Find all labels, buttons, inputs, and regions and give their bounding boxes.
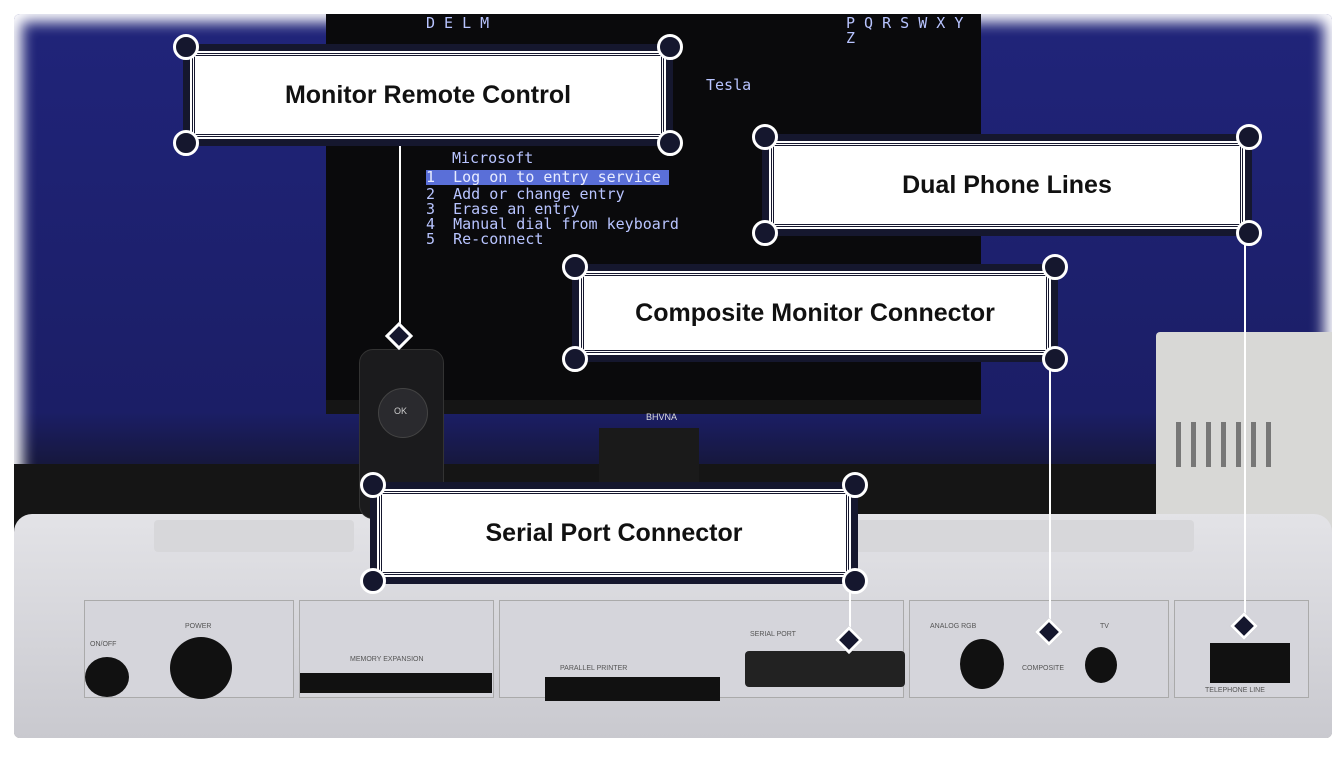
callout-dual-phone: Dual Phone Lines [752, 124, 1262, 246]
serial-port [745, 651, 905, 687]
label-memory: MEMORY EXPANSION [350, 656, 424, 663]
parallel-port [545, 677, 720, 701]
panel-power: ON/OFF POWER [84, 600, 294, 699]
panel-memory: MEMORY EXPANSION [299, 600, 494, 698]
ornament-icon [562, 254, 588, 280]
ornament-icon [173, 34, 199, 60]
callout-serial: Serial Port Connector [360, 472, 868, 594]
label-on-off: ON/OFF [90, 641, 117, 648]
ornament-icon [360, 472, 386, 498]
screen-letters-right: P Q R S W X Y Z [846, 14, 964, 47]
ornament-icon [1042, 254, 1068, 280]
ornament-icon [562, 346, 588, 372]
callout-label: Composite Monitor Connector [579, 271, 1051, 355]
menu-item-4[interactable]: 4 Manual dial from keyboard [426, 215, 679, 233]
ornament-icon [842, 472, 868, 498]
ornament-icon [1236, 124, 1262, 150]
panel-ports: PARALLEL PRINTER SERIAL PORT [499, 600, 905, 701]
callout-composite: Composite Monitor Connector [562, 254, 1068, 372]
label-serial: SERIAL PORT [750, 631, 796, 638]
screen-company: Tesla [706, 76, 752, 94]
tv-port [1085, 647, 1117, 683]
callout-label: Dual Phone Lines [769, 141, 1245, 229]
ornament-icon [1042, 346, 1068, 372]
label-phone: TELEPHONE LINE [1205, 687, 1265, 694]
ornament-icon [173, 130, 199, 156]
menu-item-3[interactable]: 3 Erase an entry [426, 200, 580, 218]
ornament-icon [657, 34, 683, 60]
monitor-brand: BHVNA [646, 412, 678, 422]
on-off-switch[interactable] [85, 657, 129, 697]
ornament-icon [842, 568, 868, 594]
power-connector [170, 637, 232, 699]
keyboard [844, 520, 1194, 552]
memory-slot [300, 673, 492, 693]
label-tv: TV [1100, 623, 1109, 630]
ornament-icon [657, 130, 683, 156]
leader-line [849, 578, 851, 633]
leader-line [399, 140, 401, 330]
callout-monitor-remote: Monitor Remote Control [173, 34, 683, 156]
panel-phone: TELEPHONE LINE [1174, 600, 1309, 698]
screen-company: Microsoft [452, 149, 534, 167]
callout-label: Serial Port Connector [377, 489, 851, 577]
menu-item-5[interactable]: 5 Re-connect [426, 230, 544, 248]
ornament-icon [752, 220, 778, 246]
leader-line [1244, 230, 1246, 620]
ornament-icon [360, 568, 386, 594]
label-composite: COMPOSITE [1022, 665, 1065, 672]
leader-line [1049, 355, 1051, 625]
label-power: POWER [185, 623, 212, 630]
screen-letters-left: D E L M [426, 14, 490, 32]
menu-item-2[interactable]: 2 Add or change entry [426, 185, 625, 203]
phone-jacks [1210, 643, 1290, 683]
panel-video: ANALOG RGB COMPOSITE TV [909, 600, 1169, 698]
ornament-icon [752, 124, 778, 150]
remote-dpad: OK [378, 388, 428, 438]
label-analog: ANALOG RGB [930, 623, 977, 630]
analog-rgb-port [960, 639, 1004, 689]
ornament-icon [1236, 220, 1262, 246]
keyboard [154, 520, 354, 552]
menu-item-1[interactable]: 1 Log on to entry service [426, 170, 669, 185]
callout-label: Monitor Remote Control [190, 51, 666, 139]
label-parallel: PARALLEL PRINTER [560, 665, 628, 672]
